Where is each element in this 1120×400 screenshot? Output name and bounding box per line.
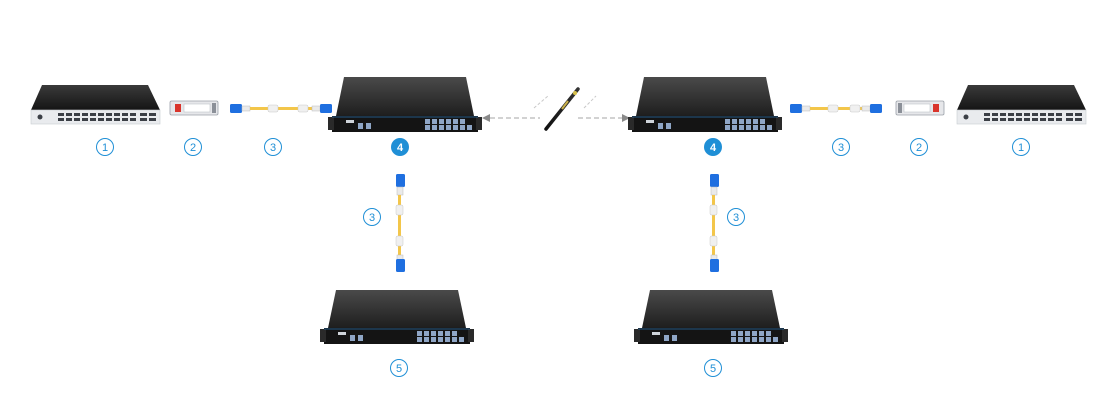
- switch-ports: [984, 113, 1082, 121]
- marker-vpatch-right: 3: [727, 208, 745, 226]
- arrow-icon: [482, 114, 490, 122]
- marker-label: 5: [710, 363, 716, 375]
- connector-blue: [710, 174, 719, 187]
- marker-vpatch-left: 3: [363, 208, 381, 226]
- marker-label: 1: [102, 142, 108, 154]
- marker-transceiver-right: 2: [910, 138, 928, 156]
- switch-left: [30, 85, 161, 125]
- mux-demux-icon: [336, 77, 474, 116]
- mux-demux-right: [628, 77, 782, 132]
- marker-label: 4: [710, 142, 717, 154]
- transceiver-left: [169, 100, 219, 116]
- connector-blue: [396, 174, 405, 187]
- vertical-patch-cable-right: [709, 174, 719, 272]
- switch-power-led: [963, 114, 969, 120]
- switch-power-led: [37, 114, 43, 120]
- connector-blue: [870, 104, 882, 113]
- marker-label: 1: [1018, 142, 1024, 154]
- mux-front-ports: [658, 119, 772, 130]
- mux-front-ports: [358, 119, 472, 130]
- vertical-patch-cable-left: [395, 174, 405, 272]
- transceiver-right: [895, 100, 945, 116]
- switch-icon: [957, 85, 1086, 110]
- patch-cable-icon: [250, 107, 312, 110]
- marker-switch-right: 1: [1012, 138, 1030, 156]
- marker-label: 2: [916, 142, 922, 154]
- marker-switch-left: 1: [96, 138, 114, 156]
- arrow-icon: [622, 114, 630, 122]
- marker-transceiver-left: 2: [184, 138, 202, 156]
- patch-cable-icon: [398, 195, 401, 255]
- patch-cable-right: [790, 104, 882, 113]
- marker-expansion-left: 5: [390, 359, 408, 377]
- marker-mux-right: 4: [704, 138, 722, 156]
- mux-demux-icon: [328, 290, 466, 328]
- connector-blue: [396, 259, 405, 272]
- marker-label: 5: [396, 363, 402, 375]
- expansion-module-left: [320, 290, 474, 344]
- connector-blue: [790, 104, 802, 113]
- switch-front-panel: [30, 109, 161, 125]
- marker-label: 3: [838, 142, 844, 154]
- mux-demux-icon: [636, 77, 774, 116]
- connector-blue: [230, 104, 242, 113]
- marker-expansion-right: 5: [704, 359, 722, 377]
- expansion-front-ports: [664, 331, 778, 342]
- patch-cable-icon: [712, 195, 715, 255]
- connector-blue: [710, 259, 719, 272]
- marker-label: 3: [733, 212, 739, 224]
- connector-blue: [320, 104, 332, 113]
- mux-demux-left: [328, 77, 482, 132]
- switch-ports: [58, 113, 156, 121]
- marker-label: 3: [270, 142, 276, 154]
- mux-demux-icon: [642, 290, 780, 328]
- marker-mux-left: 4: [391, 138, 409, 156]
- marker-patch-right: 3: [832, 138, 850, 156]
- expansion-front-ports: [350, 331, 464, 342]
- fiber-link: [482, 87, 630, 131]
- switch-front-panel: [956, 109, 1087, 125]
- marker-label: 3: [369, 212, 375, 224]
- switch-icon: [31, 85, 160, 110]
- marker-label: 2: [190, 142, 196, 154]
- patch-cable-left: [230, 104, 332, 113]
- marker-label: 4: [397, 142, 404, 154]
- expansion-module-right: [634, 290, 788, 344]
- marker-patch-left: 3: [264, 138, 282, 156]
- switch-right: [956, 85, 1087, 125]
